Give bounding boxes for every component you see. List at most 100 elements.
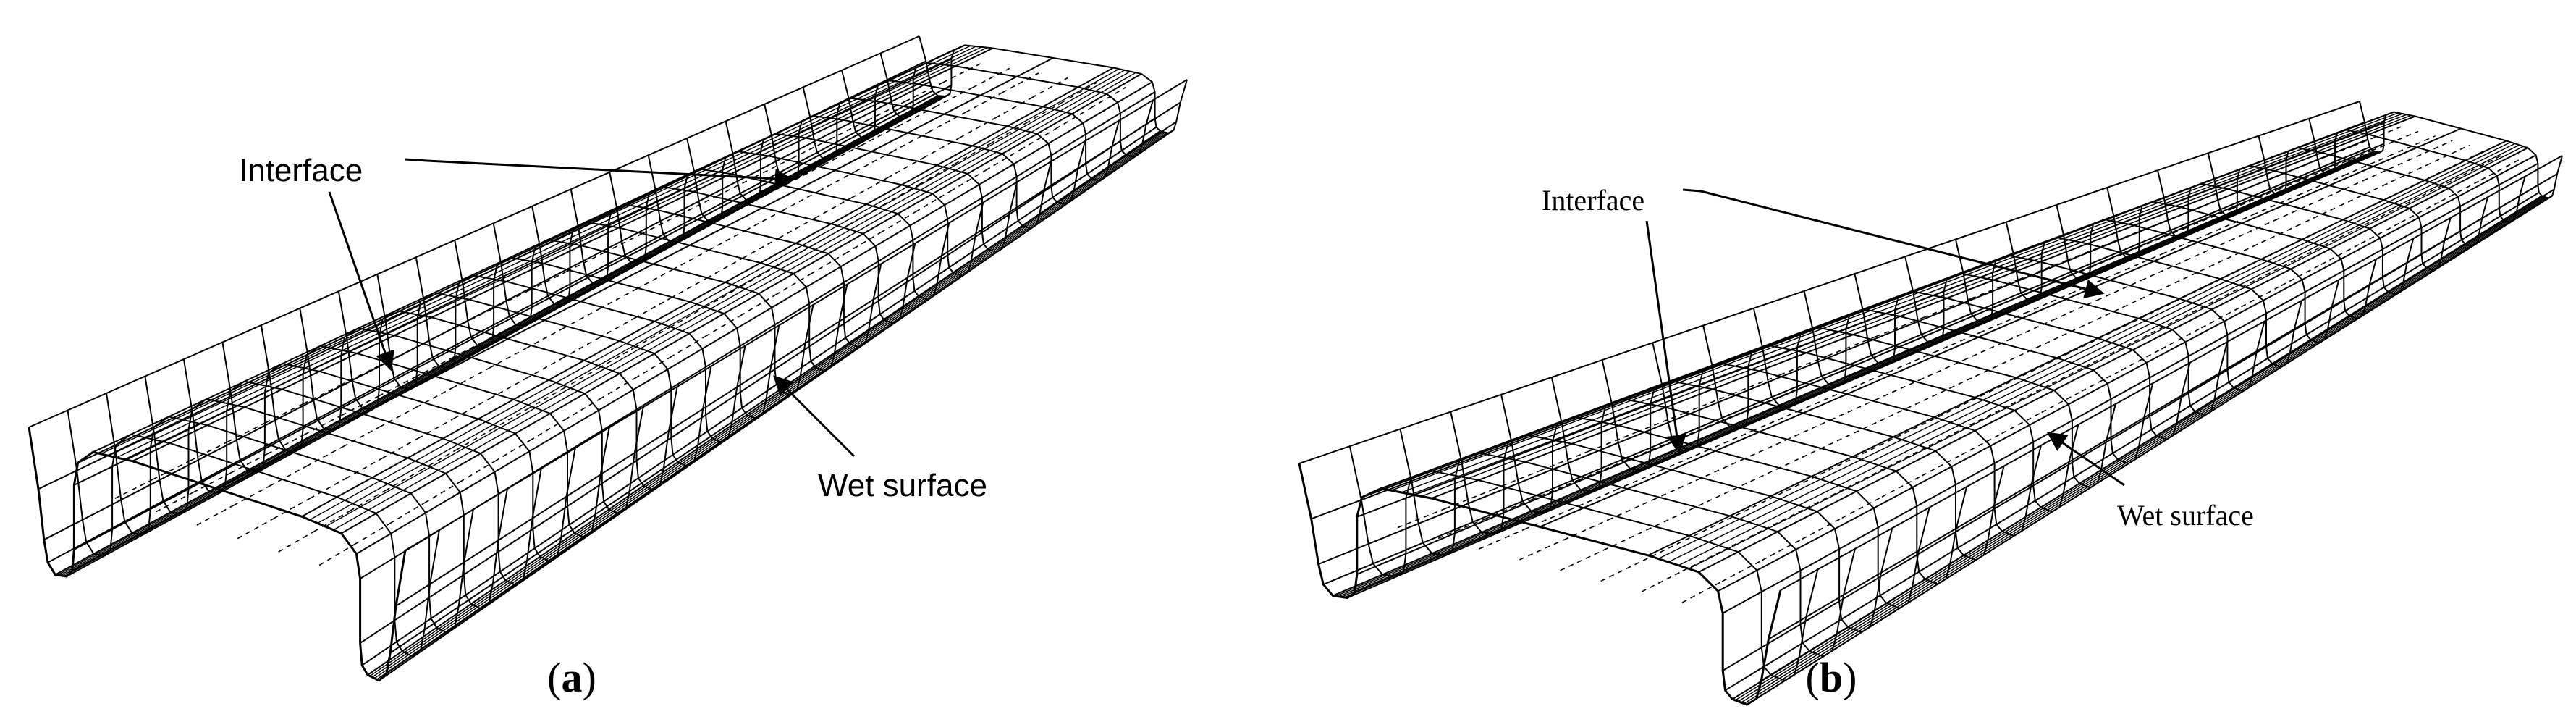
interface-dash-line (774, 274, 811, 296)
interface-dash-line (2407, 140, 2453, 161)
interface-dash-line (669, 306, 706, 328)
interface-leader-a (405, 158, 428, 162)
interface-dash-line (1846, 466, 1888, 489)
interface-dash-line (882, 184, 919, 206)
interface-dash-line (1998, 285, 2045, 307)
mesh-wall-line (1338, 151, 2377, 597)
mesh-long-line (73, 84, 952, 550)
interface-dash-line (1733, 469, 1778, 490)
interface-dash-line (814, 197, 852, 219)
interface-dash-line (1951, 305, 1999, 326)
interface-dash-line (740, 294, 776, 316)
interface-dash-line (598, 317, 635, 339)
interface-dash-line (754, 157, 793, 178)
mesh-wall-line (1741, 196, 2546, 703)
interface-dash-line (313, 511, 350, 532)
mesh-wall-line (1668, 143, 2516, 563)
interface-dash-line (1718, 402, 1765, 423)
interface-dash-line (2081, 369, 2122, 393)
interface-dash-line (2216, 279, 2258, 301)
interface-dash-line (819, 170, 856, 192)
interface-dash-line (2360, 222, 2402, 244)
interface-dash-line (928, 112, 966, 133)
interface-dash-line (919, 163, 955, 185)
interface-dash-line (525, 357, 563, 379)
interface-dash-line (1600, 560, 1644, 582)
interface-dash-line (278, 531, 315, 553)
interface-dash-line (2298, 175, 2345, 196)
interface-dash-line (1881, 475, 1922, 498)
interface-dash-line (2096, 280, 2142, 301)
interface-dash-line (1811, 457, 1854, 479)
interface-dash-line (155, 492, 193, 513)
interface-dash-line (266, 434, 305, 455)
interface-dash-line (1646, 509, 1691, 531)
wet-surface-arrow-a (773, 375, 856, 458)
mesh-wall-line (1341, 151, 2378, 598)
interface-dash-line (742, 238, 780, 259)
interface-dash-line (528, 271, 567, 291)
interface-dash-line (1524, 509, 1571, 530)
interface-dash-line (2148, 293, 2192, 315)
interface-dash-line (972, 67, 1010, 88)
interface-dash-line (1560, 550, 1604, 571)
mesh-long-line (341, 73, 1142, 534)
interface-dash-line (2257, 258, 2299, 280)
interface-dash-line (1786, 419, 1831, 441)
interface-dash-line (672, 249, 710, 271)
mesh-long-line (1322, 146, 2370, 586)
interface-dash-line (1875, 379, 1920, 401)
interface-dash-line (1563, 519, 1609, 541)
interface-dash-line (1764, 508, 1807, 530)
interface-dash-line (598, 347, 635, 369)
interface-dash-line (526, 299, 565, 320)
interface-dash-line (2320, 243, 2362, 266)
interface-dash-line (2233, 251, 2276, 274)
interface-dash-line (2161, 233, 2208, 255)
interface-dash-line (2209, 245, 2254, 267)
interface-dash-line (2191, 272, 2234, 295)
interface-dash-line (1603, 529, 1647, 551)
interface-dash-line (424, 482, 460, 504)
mesh-long-line (28, 35, 920, 428)
interface-dash-line (2252, 194, 2300, 216)
interface-dash-line (634, 356, 671, 379)
interface-dash-line (525, 328, 563, 349)
interface-dash-line (2001, 411, 2043, 435)
interface-dash-line (529, 419, 565, 442)
interface-dash-line (887, 157, 924, 179)
interface-dash-line (745, 210, 783, 231)
mesh-wall-line (1735, 196, 2544, 701)
interface-dash-line (965, 92, 1002, 113)
interface-dash-line (2318, 211, 2360, 232)
interface-dash-line (2231, 188, 2279, 210)
interface-dash-line (782, 190, 819, 211)
mesh-wall-line (371, 131, 1164, 678)
interface-dash-line (1615, 469, 1662, 491)
interface-dash-line (679, 195, 718, 216)
mesh-long-line (54, 95, 939, 576)
interface-dash-line (1652, 479, 1698, 500)
interface-dash-line (1060, 82, 1097, 104)
interface-dash-line (1397, 508, 1446, 529)
wet-surface-label-a: Wet surface (818, 468, 987, 503)
mesh-long-line (1718, 154, 2537, 592)
interface-dash-line (2389, 135, 2436, 156)
interface-dash-line (892, 131, 929, 153)
interface-dash-line (2122, 286, 2167, 308)
mesh-long-line (395, 101, 1181, 607)
mesh-long-line (1698, 147, 2528, 573)
mesh-long-line (1333, 151, 2374, 597)
interface-dash-line (340, 365, 379, 386)
interface-dash-line (418, 417, 455, 440)
interface-dash-line (1820, 428, 1864, 450)
interface-dash-line (2091, 247, 2139, 268)
interface-dash-line (829, 119, 868, 140)
interface-dash-line (1752, 411, 1799, 432)
interface-dash-line (489, 377, 527, 399)
interface-dash-line (670, 277, 707, 299)
interface-dash-line (1888, 351, 1935, 373)
interface-dash-line (378, 376, 416, 397)
interface-dash-line (1608, 499, 1653, 521)
interface-dash-line (452, 337, 491, 358)
